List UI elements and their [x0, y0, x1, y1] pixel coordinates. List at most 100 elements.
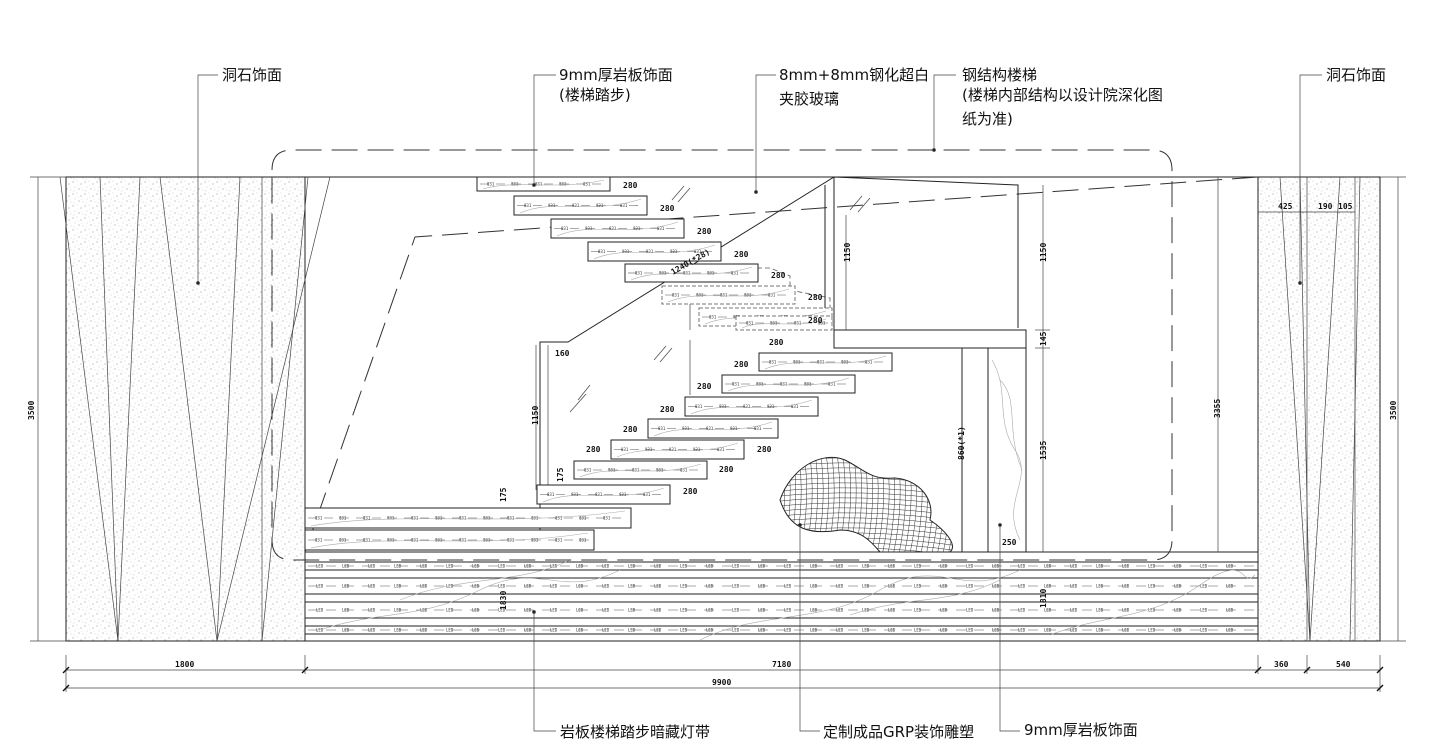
led-tag: LED: [1200, 608, 1208, 613]
svg-text:031: 031: [609, 226, 617, 231]
svg-text:031: 031: [730, 426, 738, 431]
dim-left-height: 3500: [27, 401, 36, 420]
svg-text:031: 031: [717, 447, 725, 452]
svg-text:031: 031: [672, 293, 680, 298]
led-tag: LED: [394, 608, 402, 613]
led-tag: LED: [576, 608, 584, 613]
dim-right-height: 3500: [1389, 401, 1398, 420]
dim-tread: 280: [623, 181, 638, 190]
dim-riser-175a: 175: [556, 467, 565, 482]
led-tag: LED: [1096, 608, 1104, 613]
led-tag: LED: [836, 628, 844, 633]
led-tag: LED: [524, 584, 532, 589]
dim-led-code: 1810: [1039, 589, 1048, 608]
led-tag: LED: [1226, 584, 1234, 589]
dim-tread: 280: [734, 250, 749, 259]
svg-text:031: 031: [547, 492, 555, 497]
dim-landing-160: 160: [555, 349, 570, 358]
led-tag: LED: [784, 608, 792, 613]
svg-text:031: 031: [535, 182, 543, 187]
led-tag: LED: [914, 628, 922, 633]
travertine-panel-right: [1257, 176, 1381, 642]
led-tag: LED: [1148, 584, 1156, 589]
svg-text:031: 031: [720, 293, 728, 298]
led-tag: LED: [498, 564, 506, 569]
svg-text:031: 031: [621, 447, 629, 452]
svg-text:031: 031: [584, 468, 592, 473]
svg-text:031: 031: [645, 447, 653, 452]
travertine-panel-left: [65, 176, 306, 642]
led-tag: LED: [810, 584, 818, 589]
led-tag: LED: [836, 584, 844, 589]
led-tag: LED: [550, 564, 558, 569]
svg-text:031: 031: [682, 426, 690, 431]
led-tag: LED: [992, 608, 1000, 613]
svg-text:031: 031: [746, 321, 754, 326]
led-tag: LED: [342, 564, 350, 569]
svg-text:031: 031: [531, 538, 539, 543]
led-tag: LED: [368, 628, 376, 633]
led-tag: LED: [680, 564, 688, 569]
dim-top-right-1: 425: [1278, 202, 1293, 211]
led-tag: LED: [628, 584, 636, 589]
label-slate-panel: 9mm厚岩板饰面: [1024, 721, 1138, 739]
led-tag: LED: [1122, 608, 1130, 613]
led-tag: LED: [420, 628, 428, 633]
led-tag: LED: [394, 564, 402, 569]
svg-text:031: 031: [387, 516, 395, 521]
led-tag: LED: [836, 608, 844, 613]
led-tag: LED: [888, 628, 896, 633]
svg-text:031: 031: [780, 382, 788, 387]
svg-text:031: 031: [511, 182, 519, 187]
label-travertine-right: 洞石饰面: [1326, 66, 1386, 84]
led-tag: LED: [628, 608, 636, 613]
led-tag: LED: [758, 584, 766, 589]
svg-text:031: 031: [459, 538, 467, 543]
led-tag: LED: [628, 628, 636, 633]
led-tag: LED: [368, 564, 376, 569]
led-tag: LED: [1148, 608, 1156, 613]
svg-text:031: 031: [817, 360, 825, 365]
led-tag: LED: [368, 584, 376, 589]
svg-text:031: 031: [828, 382, 836, 387]
svg-text:031: 031: [315, 538, 323, 543]
led-tag: LED: [1070, 584, 1078, 589]
led-tag: LED: [680, 608, 688, 613]
led-tag: LED: [888, 608, 896, 613]
led-tag: LED: [758, 628, 766, 633]
led-tag: LED: [1226, 564, 1234, 569]
svg-text:031: 031: [670, 249, 678, 254]
svg-text:031: 031: [706, 426, 714, 431]
led-tag: LED: [1174, 564, 1182, 569]
dim-tread: 280: [757, 445, 772, 454]
led-tag: LED: [628, 564, 636, 569]
led-tag: LED: [316, 628, 324, 633]
led-tag: LED: [524, 564, 532, 569]
dim-tread: 280: [660, 204, 675, 213]
svg-text:031: 031: [659, 271, 667, 276]
led-tag: LED: [1070, 608, 1078, 613]
svg-text:031: 031: [524, 203, 532, 208]
svg-text:031: 031: [572, 203, 580, 208]
dim-tread: 280: [771, 271, 786, 280]
svg-text:031: 031: [411, 516, 419, 521]
led-tag: LED: [1122, 584, 1130, 589]
svg-text:031: 031: [583, 182, 591, 187]
led-tag: LED: [316, 608, 324, 613]
dim-tread: 280: [586, 445, 601, 454]
led-tag: LED: [1200, 628, 1208, 633]
label-glass-1: 8mm+8mm钢化超白: [779, 66, 929, 84]
dim-bottom-1: 1800: [175, 660, 194, 669]
svg-text:031: 031: [791, 404, 799, 409]
led-tag: LED: [550, 584, 558, 589]
led-tag: LED: [810, 628, 818, 633]
svg-text:031: 031: [363, 538, 371, 543]
led-tag: LED: [420, 608, 428, 613]
